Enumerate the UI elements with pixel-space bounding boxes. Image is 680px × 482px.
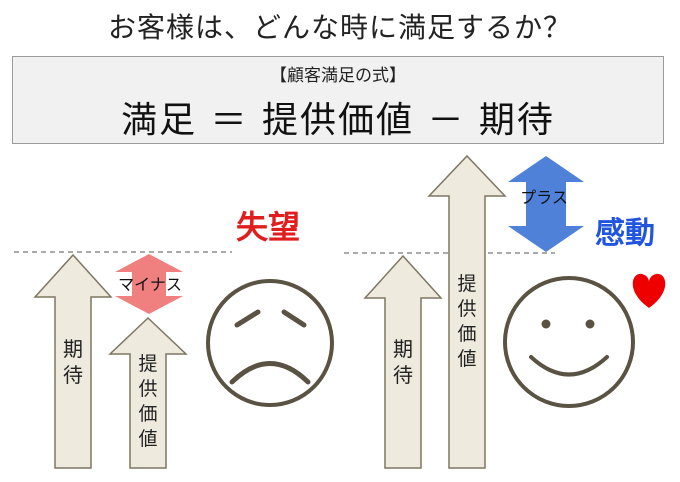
page-title: お客様は、どんな時に満足するか？: [107, 11, 572, 44]
right-expectation-label-1: 期: [393, 337, 413, 361]
left-value-label-4: 値: [138, 428, 157, 450]
left-value-label-2: 供: [138, 378, 157, 400]
minus-double-arrow: [115, 254, 183, 314]
right-value-label-3: 価: [457, 323, 476, 345]
plus-label: プラス: [520, 188, 568, 207]
sad-face-icon: [206, 279, 334, 407]
happy-face-icon: [503, 276, 635, 408]
formula-equation: 満足 ＝ 提供価値 － 期待: [121, 100, 555, 141]
left-expectation-label-2: 待: [63, 363, 83, 387]
left-expectation-label-1: 期: [63, 337, 83, 361]
left-value-arrow: [108, 316, 188, 469]
left-value-label-1: 提: [138, 353, 157, 375]
right-expectation-label-2: 待: [393, 363, 413, 387]
right-value-label-2: 供: [457, 298, 476, 320]
left-value-label-3: 価: [138, 403, 157, 425]
disappointment-label: 失望: [236, 208, 300, 246]
right-value-arrow: [427, 154, 507, 469]
right-value-label-4: 値: [457, 348, 476, 370]
delight-label: 感動: [595, 216, 655, 251]
formula-box: 【顧客満足の式】 満足 ＝ 提供価値 － 期待: [12, 56, 664, 144]
left-expectation-arrow: [33, 253, 113, 469]
right-value-label-1: 提: [457, 273, 476, 295]
minus-label: マイナス: [118, 275, 182, 294]
right-expectation-arrow: [363, 254, 443, 469]
heart-icon: [632, 273, 666, 308]
plus-double-arrow: [508, 156, 584, 252]
formula-label: 【顧客満足の式】: [270, 66, 406, 86]
